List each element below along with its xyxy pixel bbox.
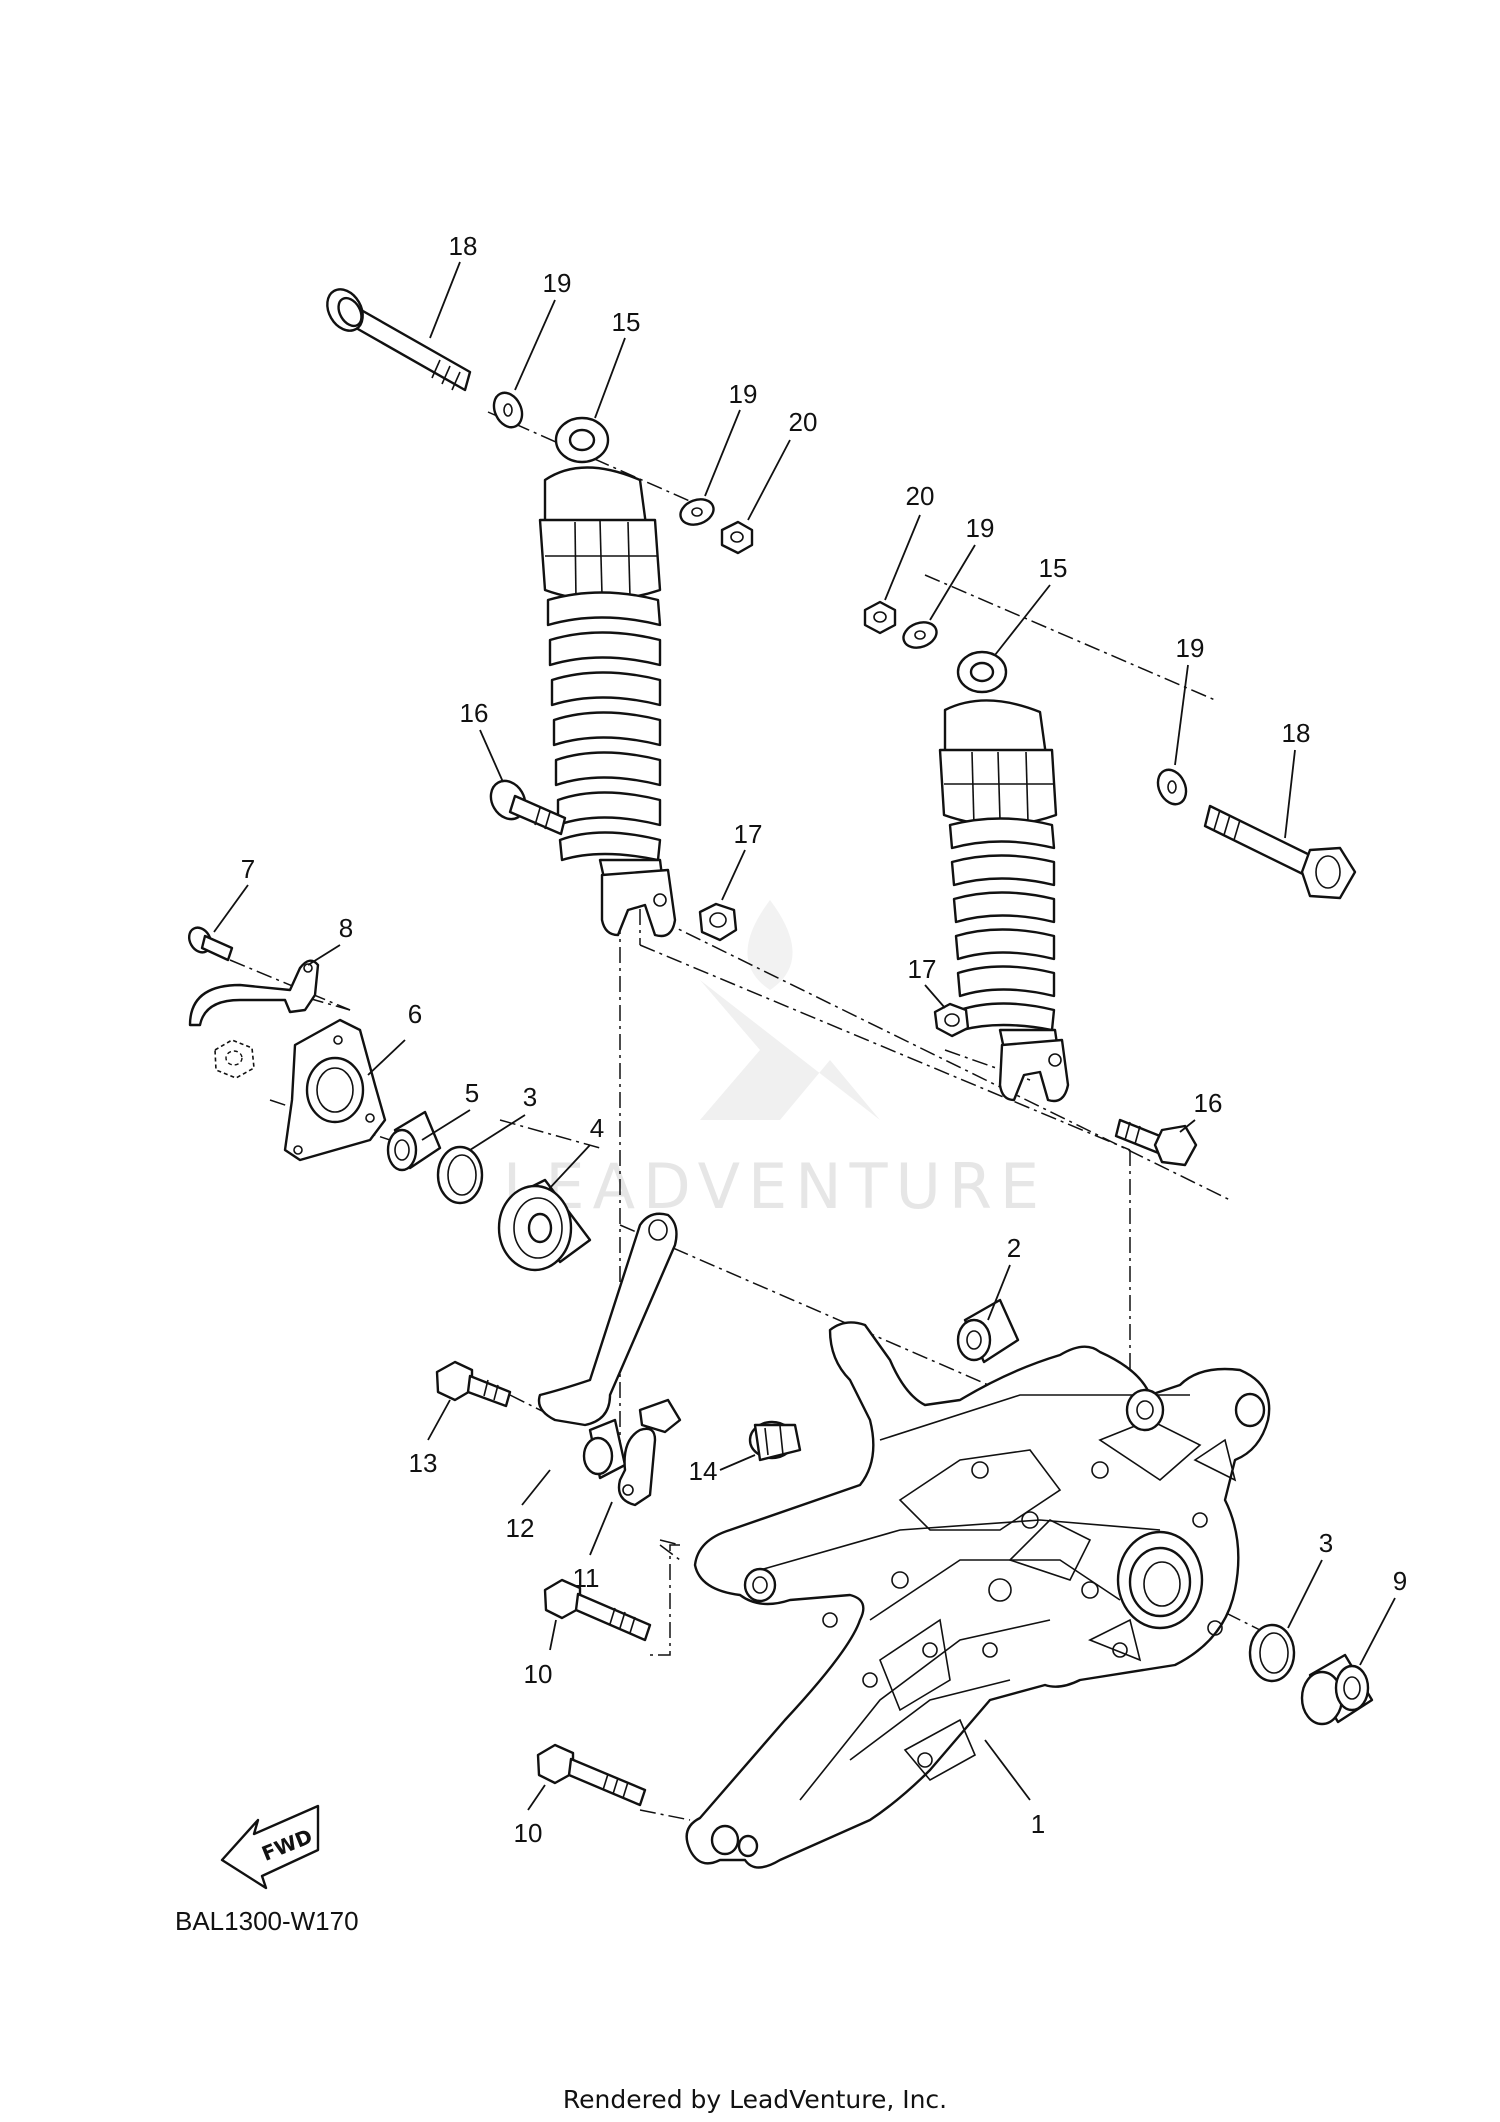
plate-6 [283, 1018, 387, 1162]
watermark: LEADVENTURE [503, 900, 1047, 1223]
callouts: 18 19 15 19 20 20 19 15 19 18 16 17 7 8 … [241, 231, 1407, 1848]
callout-1: 1 [1031, 1809, 1045, 1839]
spring-left [546, 591, 662, 862]
callout-5: 5 [465, 1078, 479, 1108]
callout-3-a: 3 [523, 1082, 537, 1112]
bolt-18-left [326, 288, 472, 392]
nut-20-a [720, 520, 754, 555]
bearing-4 [497, 1178, 592, 1272]
washer-19-c [902, 621, 938, 649]
bolt-18-right [1203, 804, 1357, 900]
callout-20-b: 20 [906, 481, 935, 511]
oil-seal-3-a [436, 1145, 484, 1205]
bolt-16-right [1114, 1118, 1198, 1167]
callout-18-right: 18 [1282, 718, 1311, 748]
callout-3-b: 3 [1319, 1528, 1333, 1558]
callout-16-right: 16 [1194, 1088, 1223, 1118]
diagram-code: BAL1300-W170 [175, 1906, 359, 1936]
shock-absorber-right [938, 650, 1070, 1103]
bolt-16-left [489, 779, 567, 836]
callout-10-upper: 10 [524, 1659, 553, 1689]
callout-7: 7 [241, 854, 255, 884]
clamp-14 [748, 1420, 802, 1462]
leader-lines [213, 261, 1396, 1811]
washer-19-a [492, 391, 524, 429]
nut-20-b [863, 600, 897, 635]
callout-20-a: 20 [789, 407, 818, 437]
callout-19-d: 19 [1176, 633, 1205, 663]
watermark-text: LEADVENTURE [503, 1150, 1047, 1223]
bolt-10-lower [536, 1743, 647, 1807]
oil-seal-3-b [1248, 1623, 1296, 1683]
callout-12: 12 [506, 1513, 535, 1543]
callout-11: 11 [573, 1563, 600, 1593]
shock-absorber-left [538, 416, 677, 938]
callout-15-right: 15 [1039, 553, 1068, 583]
callout-17-b: 17 [908, 954, 937, 984]
callout-13: 13 [409, 1448, 438, 1478]
callout-6: 6 [408, 999, 422, 1029]
callout-14: 14 [689, 1456, 718, 1486]
nut-17-a [698, 902, 738, 942]
callout-15-left: 15 [612, 307, 641, 337]
spring-right [948, 817, 1056, 1032]
callout-19-b: 19 [729, 379, 758, 409]
callout-4: 4 [590, 1113, 604, 1143]
callout-16-left: 16 [460, 698, 489, 728]
callout-8: 8 [339, 913, 353, 943]
collar-2 [956, 1298, 1020, 1364]
washer-19-b [679, 498, 715, 526]
bracket-11 [617, 1398, 682, 1507]
bolt-10-upper [543, 1578, 652, 1642]
collar-5 [386, 1110, 442, 1172]
callout-17-a: 17 [734, 819, 763, 849]
bolt-7 [187, 926, 234, 962]
nut-dashed [214, 1039, 255, 1079]
callout-10-lower: 10 [514, 1818, 543, 1848]
nut-17-b [933, 1002, 970, 1038]
bolt-13 [435, 1360, 512, 1408]
bracket-8 [188, 959, 320, 1027]
fwd-arrow-icon: FWD [220, 1804, 320, 1890]
callout-18-left: 18 [449, 231, 478, 261]
callout-2: 2 [1007, 1233, 1021, 1263]
rear-arm-1 [685, 1321, 1271, 1869]
callout-19-a: 19 [543, 268, 572, 298]
collar-9 [1300, 1653, 1374, 1726]
washer-19-d [1156, 768, 1188, 806]
footer-rendered-by: Rendered by LeadVenture, Inc. [563, 2085, 947, 2114]
callout-9: 9 [1393, 1566, 1407, 1596]
callout-19-c: 19 [966, 513, 995, 543]
